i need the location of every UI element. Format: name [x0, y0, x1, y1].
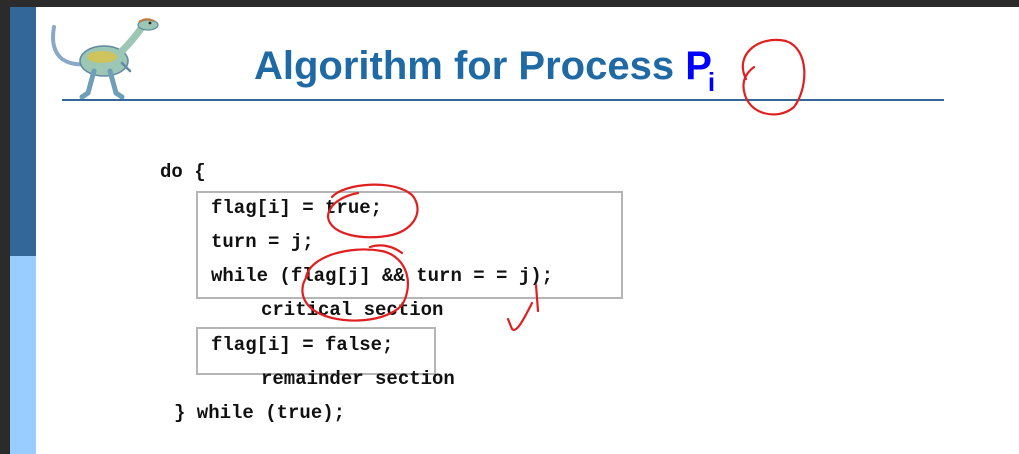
code-line-critical-section: critical section [261, 299, 444, 321]
title-text: Algorithm for Process [254, 44, 686, 88]
ink-arrow-check [506, 301, 534, 331]
exit-section-box [196, 327, 436, 375]
sidebar-band-dark [10, 7, 36, 256]
title-letter: P [685, 44, 712, 88]
sidebar-band-light [10, 256, 36, 454]
slide-title: Algorithm for Process Pi [254, 41, 715, 107]
code-line-do: do { [160, 161, 206, 183]
code-line-remainder-section: remainder section [261, 368, 455, 390]
ink-circle-title-subscript [741, 38, 806, 116]
code-line-turn: turn = j; [211, 231, 314, 253]
code-line-flag-false: flag[i] = false; [211, 334, 394, 356]
code-line-while-true: } while (true); [174, 402, 346, 424]
code-line-flag-true: flag[i] = true; [211, 197, 383, 219]
code-line-while-busy: while (flag[j] && turn = = j); [211, 265, 554, 287]
dinosaur-icon [51, 18, 159, 99]
slide: Algorithm for Process Pi do { flag[i] = … [10, 7, 1019, 454]
title-divider [62, 99, 944, 101]
title-subscript: i [707, 67, 716, 97]
